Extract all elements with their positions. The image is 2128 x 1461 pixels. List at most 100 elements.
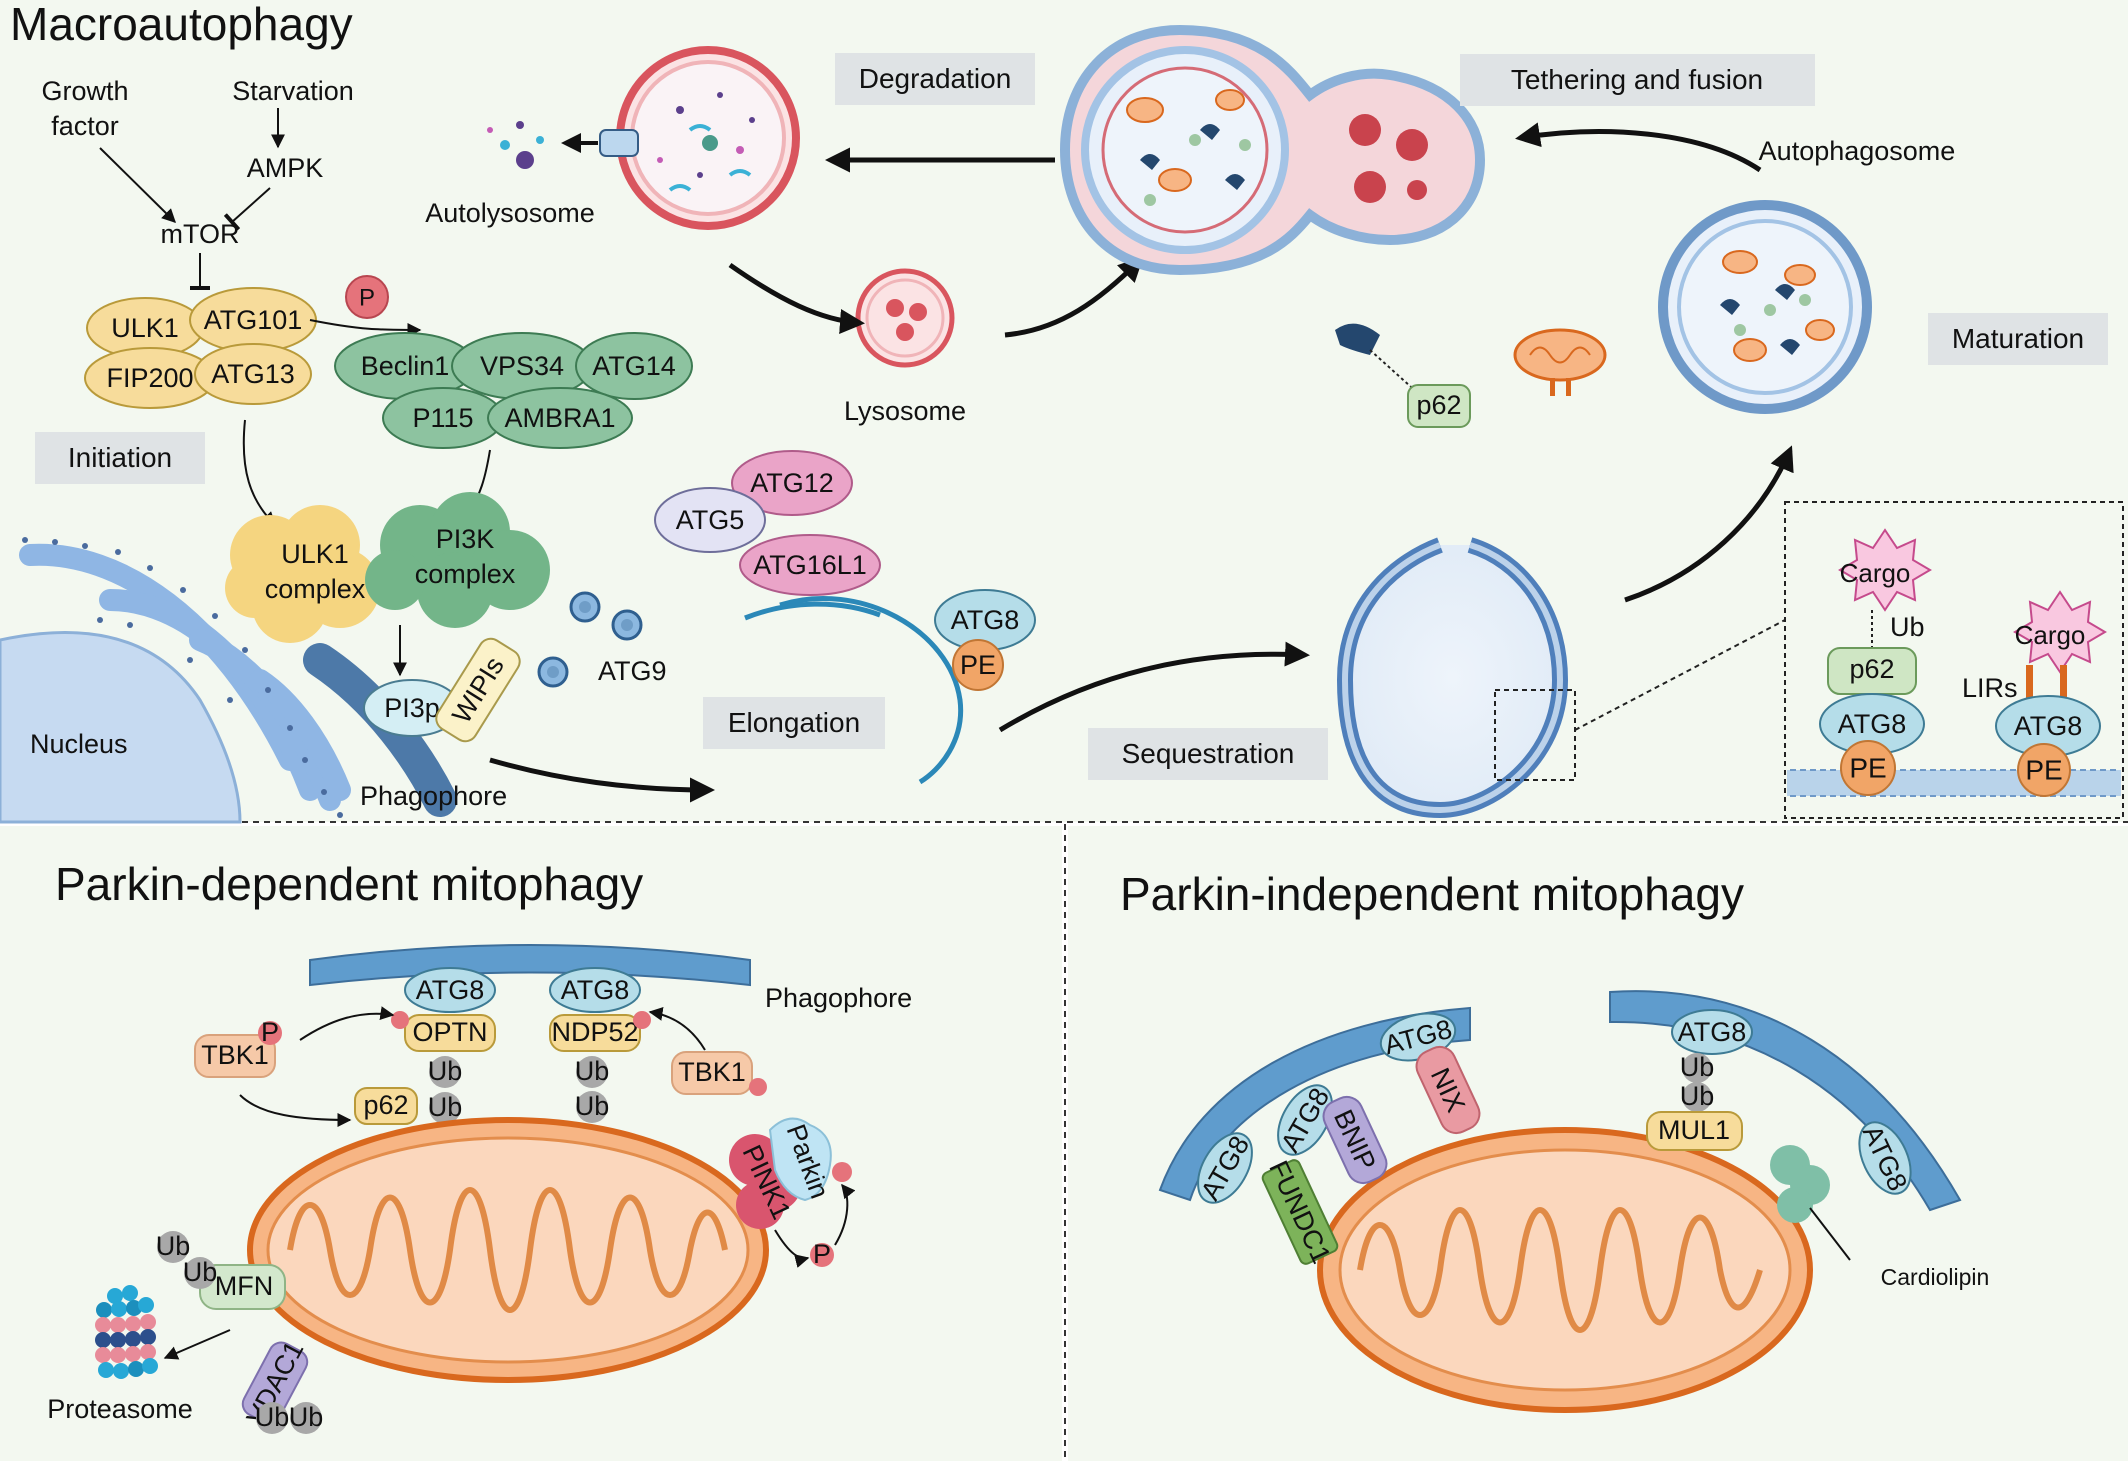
tbk1-phospho-text: P: [261, 1017, 279, 1047]
pi3p-text: PI3p: [384, 693, 440, 723]
pd-ub-1: Ub: [428, 1056, 463, 1086]
degradation-stage-box: [835, 53, 1035, 105]
tbk1-node-right: [671, 1051, 753, 1095]
atg101-text: ATG101: [204, 305, 303, 335]
fip200-text: FIP200: [106, 363, 193, 393]
pi3k-complex-proteins: Beclin1 VPS34 ATG14 P115 AMBRA1: [334, 332, 693, 449]
optn-text: OPTN: [412, 1017, 487, 1047]
inset-atg8-right: ATG8: [2014, 711, 2083, 741]
vdac1-ub-1: Ub: [255, 1402, 290, 1432]
atg12-text: ATG12: [750, 468, 834, 498]
pd-ub-4: Ub: [575, 1091, 610, 1121]
atg12-node: [731, 450, 853, 516]
mfn-text: MFN: [215, 1271, 273, 1301]
to-proteasome-arrow: [163, 1329, 231, 1360]
parkin-independent-title: Parkin-independent mitophagy: [1120, 868, 1744, 920]
autolysosome-debris: [657, 92, 755, 192]
inset-lirs: LIRs: [1962, 673, 2018, 703]
elongation-phagophore-inner: [744, 601, 881, 621]
proteasome-label: Proteasome: [47, 1394, 193, 1424]
parkin-dependent-title: Parkin-dependent mitophagy: [55, 858, 643, 910]
tethering-stage-box: [1460, 54, 1815, 106]
inset-cargo-right: Cargo: [2015, 620, 2086, 650]
elongation-phagophore-outer: [779, 595, 964, 785]
initiation-stage-box: [35, 432, 205, 484]
pi-ub-dot-2: [1682, 1082, 1712, 1112]
ulk1-complex-cloud: [225, 505, 380, 643]
pd-ub-3: Ub: [575, 1056, 610, 1086]
optn-node: [404, 1014, 496, 1052]
elongation-stage-label: Elongation: [728, 707, 860, 738]
endoplasmic-reticulum: [19, 543, 351, 811]
autolysosome-label: Autolysosome: [425, 198, 595, 228]
pd-atg8-node-2: [549, 967, 641, 1013]
pd-atg8-text-1: ATG8: [416, 975, 485, 1005]
lysosomal-transporter: [599, 129, 639, 157]
growth-factor-arrow: [99, 147, 176, 223]
beclin1-text: Beclin1: [361, 351, 450, 381]
lysosome-label: Lysosome: [844, 396, 966, 426]
inset-pe-left: PE: [1849, 752, 1886, 783]
efflux-products: [487, 121, 544, 169]
pd-p62-node: [354, 1087, 418, 1125]
autolysosome-to-lysosome-arrow: [728, 262, 865, 334]
elongation-to-sequestration-arrow: [998, 641, 1310, 733]
phosphate-text: P: [359, 284, 375, 311]
pi-ub-dot-1: [1682, 1053, 1712, 1083]
ambra1-text: AMBRA1: [504, 403, 615, 433]
nucleus-shape: [0, 631, 242, 824]
mul1-text: MUL1: [1658, 1115, 1730, 1145]
sequestration-stage-label: Sequestration: [1122, 738, 1295, 769]
parkin-phospho-dot: [832, 1162, 852, 1182]
macroautophagy-title: Macroautophagy: [10, 0, 353, 50]
atg8-text: ATG8: [951, 605, 1020, 635]
pi3k-complex-label-2: complex: [415, 559, 516, 589]
inset-p62: p62: [1849, 654, 1894, 684]
atg13-node: [194, 343, 312, 405]
phosphate-node: [345, 275, 389, 319]
pe-node: [952, 639, 1004, 691]
initiation-stage-label: Initiation: [68, 442, 172, 473]
pe-text: PE: [960, 650, 996, 680]
atg9-vesicles: [537, 591, 643, 688]
pink1-phospho-text: P: [813, 1239, 831, 1269]
pi-ub-1: Ub: [1680, 1052, 1715, 1082]
atg5-text: ATG5: [676, 505, 745, 535]
cardiolipin-node: [1770, 1145, 1830, 1223]
ampk-label: AMPK: [247, 153, 324, 183]
inset-connector: [1574, 619, 1786, 731]
inset-membrane: [1787, 769, 2121, 797]
er-dots: [22, 537, 343, 818]
lysosome-inner-ring: [865, 278, 945, 358]
p62-node: [1407, 384, 1471, 428]
ub-chains-parkin-dep: [429, 1056, 608, 1124]
mitochondrion-small: [1513, 328, 1607, 396]
atg16l1-text: ATG16L1: [753, 550, 867, 580]
autophagosome-label: Autophagosome: [1759, 136, 1956, 166]
pi3k-complex-label-1: PI3K: [436, 524, 495, 554]
vps34-text: VPS34: [480, 351, 564, 381]
ulk1-complex-proteins: ULK1 ATG101 FIP200 ATG13: [84, 287, 317, 409]
ambra1-node: [487, 387, 633, 449]
pd-p62-text: p62: [363, 1090, 408, 1120]
inset-pe-node-right: [2017, 743, 2071, 797]
lir-bar-2: [2060, 665, 2067, 700]
inset-cargo-left: Cargo: [1840, 558, 1911, 588]
lysosome-shape: [855, 268, 955, 368]
wipis-node: WIPIs: [435, 637, 521, 743]
p62-text: p62: [1416, 390, 1461, 420]
lysosome-contents: [886, 299, 927, 341]
ulk1-complex-label-2: complex: [265, 574, 366, 604]
sequestration-phagophore: [1336, 537, 1576, 819]
phagophore-label: Phagophore: [360, 781, 507, 811]
inset-ub: Ub: [1890, 612, 1925, 642]
lysosome-to-fusion-arrow: [1004, 256, 1144, 338]
mul1-node: [1646, 1111, 1743, 1151]
vdac1-ub-dot-2: [290, 1402, 322, 1434]
parkin-dep-phagophore-label: Phagophore: [765, 983, 912, 1013]
vdac1-ub-dot-1: [256, 1402, 288, 1434]
tethering-stage-label: Tethering and fusion: [1511, 64, 1763, 95]
growth-factor-label-2: factor: [51, 111, 119, 141]
maturation-stage-label: Maturation: [1952, 323, 2084, 354]
